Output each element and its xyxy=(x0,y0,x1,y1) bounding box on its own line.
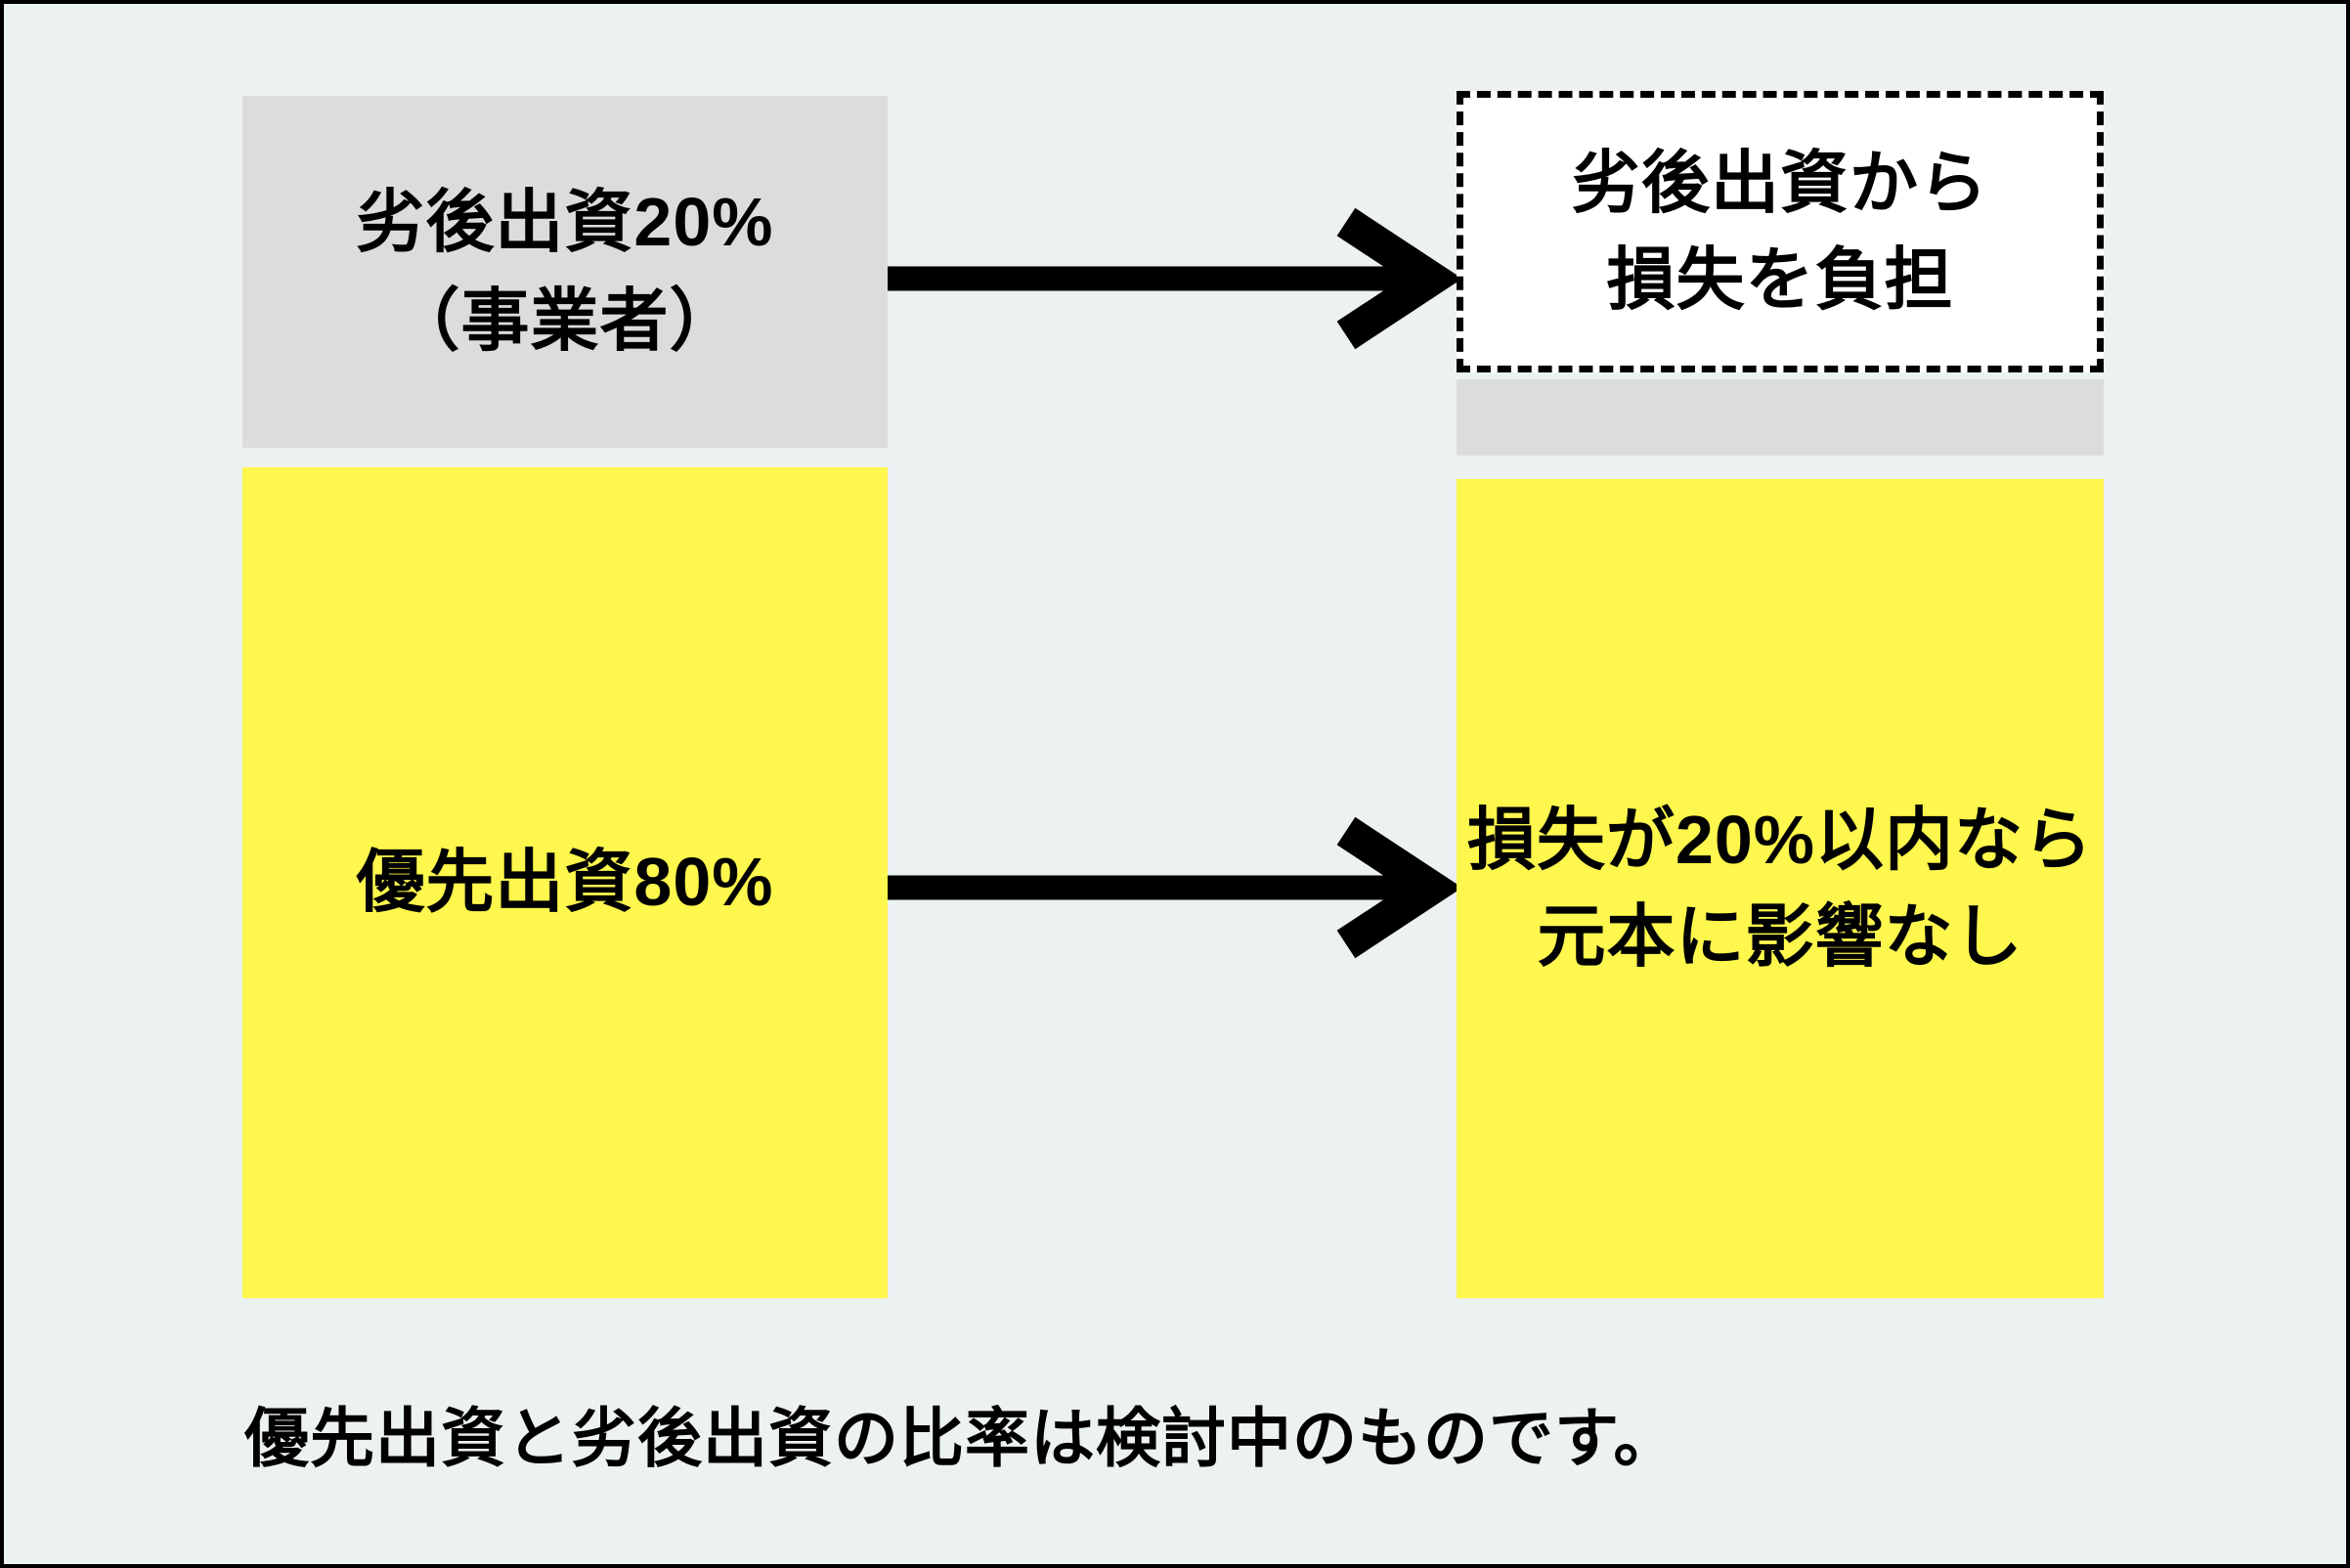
principal-label-line2: 元本に影響なし xyxy=(1537,898,2024,975)
principal-safe-box: 損失が20%以内なら 元本に影響なし xyxy=(1457,479,2104,1298)
subordinated-label-line1: 劣後出資20% xyxy=(356,183,774,260)
loss-burden-box: 劣後出資から 損失を負担 xyxy=(1457,91,2104,372)
loss-burden-label-line1: 劣後出資から xyxy=(1572,144,1988,221)
principal-label-line1: 損失が20%以内なら xyxy=(1466,801,2094,878)
preferred-label: 優先出資80% xyxy=(356,844,774,921)
preferred-investment-box: 優先出資80% xyxy=(242,467,888,1298)
loss-burden-label-line2: 損失を負担 xyxy=(1606,241,1954,318)
right-arrow-icon xyxy=(888,207,1462,350)
subordinated-label-line2: （事業者） xyxy=(391,283,739,359)
right-arrow-icon xyxy=(888,816,1462,959)
footnote-text: 優先出資と劣後出資の比率は検討中のものです。 xyxy=(244,1402,1679,1474)
loss-remainder-strip xyxy=(1457,379,2104,456)
subordinated-investment-box: 劣後出資20% （事業者） xyxy=(242,96,888,448)
